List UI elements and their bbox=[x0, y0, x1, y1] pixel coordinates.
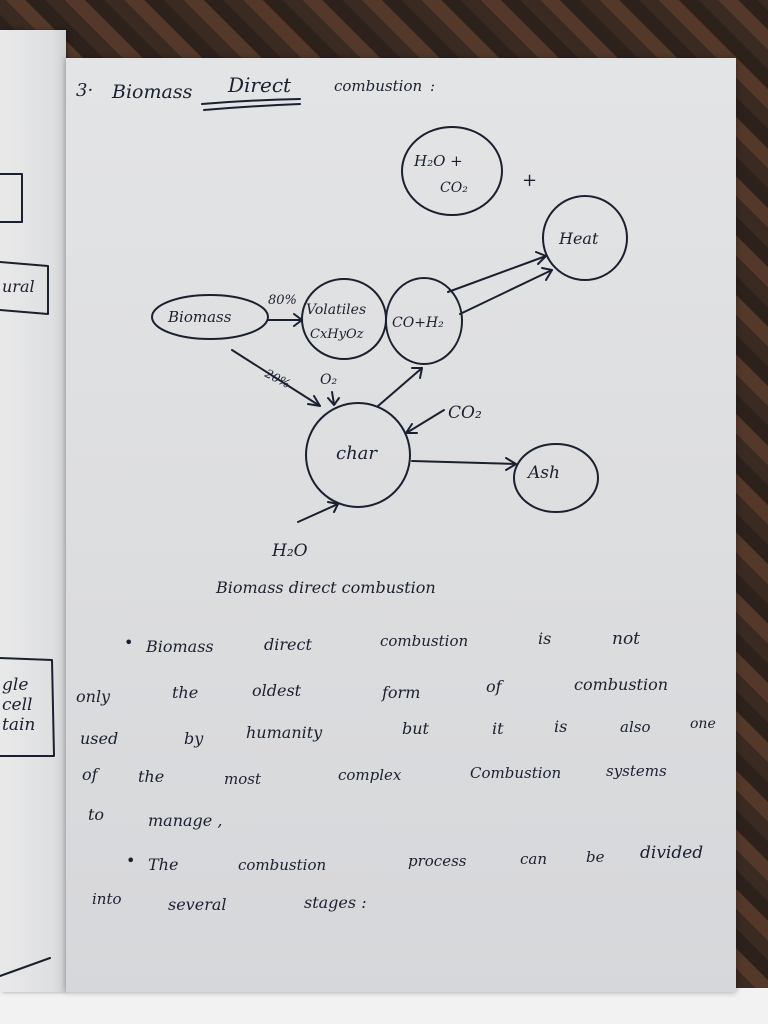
diagram-caption: Biomass direct combustion bbox=[215, 578, 436, 597]
label-h2o: H₂O bbox=[271, 541, 308, 561]
direct-underline bbox=[201, 98, 301, 105]
note-word: divided bbox=[640, 843, 703, 863]
heading-combustion: combustion bbox=[334, 77, 422, 95]
node-ash-label: Ash bbox=[526, 463, 560, 483]
heading-colon: : bbox=[430, 77, 435, 95]
node-biomass bbox=[151, 294, 269, 340]
arrowhead-biomass-volatiles bbox=[293, 313, 303, 327]
left-notebook-page: ural gle cell tain bbox=[0, 30, 66, 992]
arrow-biomass-char bbox=[231, 349, 321, 407]
note-word: manage , bbox=[148, 811, 222, 830]
note-word: is bbox=[554, 717, 567, 736]
note-word: humanity bbox=[246, 723, 323, 742]
note-word: also bbox=[620, 718, 650, 736]
note-word: direct bbox=[264, 635, 312, 654]
arrowhead-coh2-heat-lower bbox=[541, 267, 553, 281]
note-word: Combustion bbox=[470, 764, 561, 782]
note-word: to bbox=[88, 805, 104, 824]
note-word: into bbox=[92, 890, 122, 908]
direct-underline-2 bbox=[203, 103, 301, 111]
note-word: is bbox=[538, 629, 551, 648]
note-word: • bbox=[126, 851, 135, 870]
arrowhead-char-coh2 bbox=[411, 367, 423, 379]
notes-paragraph: • Biomass direct combustion is not only … bbox=[76, 629, 716, 914]
arrowhead-h2o-char bbox=[327, 501, 339, 513]
combustion-diagram: H₂O + CO₂ + Heat Biomass Volatiles CxHyO… bbox=[151, 126, 628, 597]
node-volatiles-line1: Volatiles bbox=[306, 302, 366, 318]
node-char bbox=[305, 402, 411, 508]
note-word: combustion bbox=[238, 856, 326, 874]
node-heat bbox=[542, 195, 628, 281]
note-word: by bbox=[184, 729, 204, 748]
note-word: most bbox=[224, 770, 262, 788]
arrowhead-char-ash bbox=[505, 457, 517, 471]
arrow-char-ash bbox=[411, 460, 517, 465]
heading-number: 3· bbox=[76, 80, 93, 101]
node-h2o-co2-line1: H₂O + bbox=[413, 152, 463, 170]
left-page-fragments: ural gle cell tain bbox=[0, 173, 55, 977]
note-word: process bbox=[408, 852, 467, 870]
left-fragment-tain: tain bbox=[2, 715, 35, 735]
node-h2o-co2-line2: CO₂ bbox=[440, 180, 468, 196]
arrow-coh2-heat-lower bbox=[459, 269, 553, 315]
heading-biomass: Biomass bbox=[111, 81, 193, 103]
note-word: oldest bbox=[252, 681, 302, 700]
note-word: combustion bbox=[574, 675, 668, 694]
arrow-o2-char bbox=[331, 391, 335, 405]
label-o2: O₂ bbox=[320, 372, 337, 388]
note-word: form bbox=[381, 683, 420, 702]
note-word: it bbox=[492, 719, 504, 738]
note-word: Biomass bbox=[145, 637, 214, 656]
note-word: of bbox=[82, 765, 101, 784]
bottom-surface bbox=[0, 988, 768, 1024]
node-heat-label: Heat bbox=[558, 229, 599, 248]
label-co2: CO₂ bbox=[448, 403, 482, 423]
note-word: can bbox=[520, 850, 547, 868]
note-word: stages : bbox=[304, 893, 367, 912]
note-word: systems bbox=[606, 762, 667, 780]
note-word: the bbox=[138, 767, 164, 786]
arrow-char-coh2 bbox=[377, 367, 423, 407]
node-h2o-co2 bbox=[401, 126, 503, 216]
note-word: only bbox=[76, 687, 111, 706]
note-word: combustion bbox=[380, 632, 468, 650]
heading-direct: Direct bbox=[227, 73, 292, 97]
note-word: • bbox=[124, 633, 133, 652]
arrows bbox=[231, 251, 553, 523]
node-ash bbox=[513, 443, 599, 513]
left-fragment-cell: cell bbox=[2, 695, 32, 715]
note-word: several bbox=[168, 895, 227, 914]
label-80-percent: 80% bbox=[268, 293, 297, 308]
arrow-coh2-heat-upper bbox=[447, 255, 547, 293]
note-word: one bbox=[690, 716, 716, 732]
note-word: of bbox=[486, 677, 505, 696]
note-word: not bbox=[612, 629, 640, 649]
note-word: the bbox=[172, 683, 198, 702]
arrow-h2o-char bbox=[297, 503, 339, 523]
node-volatiles-line2: CxHyOz bbox=[310, 327, 364, 342]
node-volatiles bbox=[301, 278, 387, 360]
arrowhead-co2-char bbox=[405, 423, 418, 434]
page-heading: 3· Biomass Direct combustion : bbox=[76, 73, 435, 111]
node-char-label: char bbox=[336, 443, 378, 464]
arrow-co2-char bbox=[407, 409, 445, 433]
left-fragment-ural: ural bbox=[2, 277, 35, 296]
note-word: The bbox=[148, 855, 178, 874]
arrowhead-biomass-char bbox=[307, 395, 321, 407]
note-word: but bbox=[402, 719, 430, 738]
note-word: complex bbox=[338, 766, 402, 784]
plus-sign: + bbox=[522, 170, 537, 191]
notebook-page bbox=[66, 58, 736, 992]
node-co-h2-label: CO+H₂ bbox=[392, 315, 444, 331]
note-word: be bbox=[586, 848, 605, 866]
left-fragment-gle: gle bbox=[2, 675, 28, 695]
arrowhead-o2-char bbox=[327, 397, 340, 406]
arrowhead-coh2-heat-upper bbox=[535, 251, 547, 265]
node-co-h2 bbox=[385, 277, 463, 365]
node-biomass-label: Biomass bbox=[167, 308, 232, 326]
label-20-percent: 20% bbox=[262, 366, 293, 391]
note-word: used bbox=[80, 729, 118, 748]
